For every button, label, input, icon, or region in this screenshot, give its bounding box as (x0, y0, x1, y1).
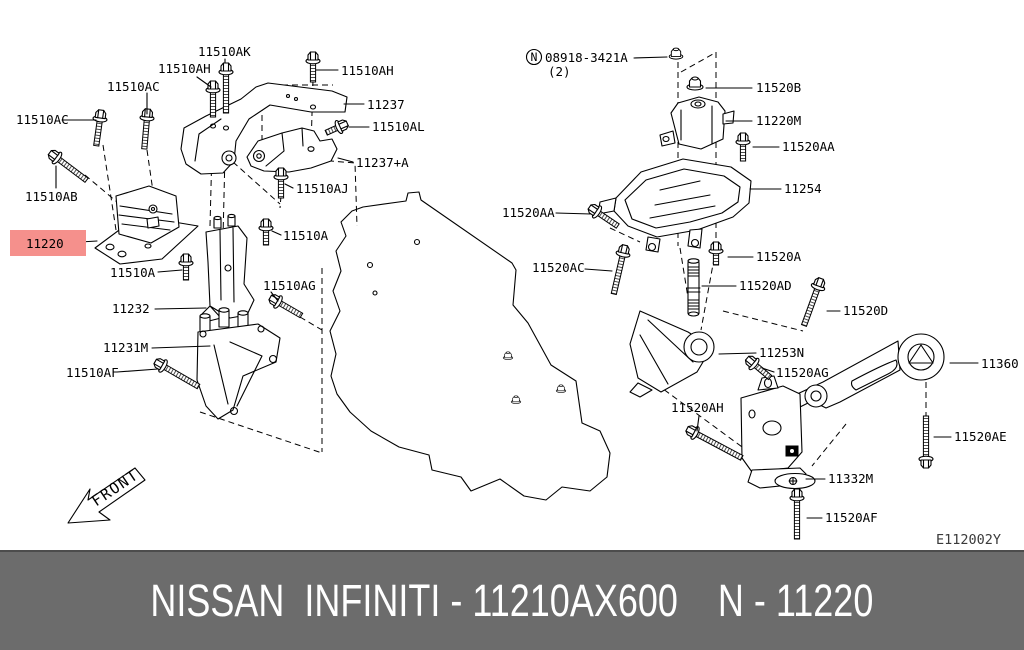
nut-08918-drawing (668, 47, 684, 60)
part-label-11520aa-left[interactable]: 11520AA (502, 205, 555, 220)
part-drawings (45, 47, 945, 540)
engine-hole (366, 261, 374, 269)
engine-stud (555, 384, 567, 393)
rod-11360-drawing (794, 333, 945, 409)
bracket-11232-drawing (199, 213, 255, 323)
bolt-11510ac-left-drawing (92, 108, 109, 147)
banner-text: NISSAN INFINITI - 11210AX600 N - 11220 (150, 575, 874, 626)
part-label-11510ac-top[interactable]: 11510AC (107, 79, 160, 94)
fastener-note-08918[interactable]: N 08918-3421A (2) (525, 48, 629, 80)
bolt-11520aa-left-drawing (585, 200, 620, 229)
bolt-11520ac-drawing (610, 243, 633, 296)
part-label-11520ah[interactable]: 11520AH (671, 400, 724, 415)
leader-lines (55, 56, 979, 519)
part-label-11254[interactable]: 11254 (784, 181, 822, 196)
bolt-11510ak-drawing (218, 62, 234, 114)
part-label-11510aj[interactable]: 11510AJ (296, 181, 349, 196)
bolt-11510ah-left-drawing (205, 80, 221, 118)
part-label-11520ag[interactable]: 11520AG (776, 365, 829, 380)
part-label-11520aa-right[interactable]: 11520AA (782, 139, 835, 154)
bolt-11510aj-drawing (273, 167, 289, 199)
bracket-11237-drawing (180, 82, 348, 175)
bolt-11510a-mid-drawing (258, 218, 274, 246)
nut-11520b-drawing (686, 76, 704, 91)
part-label-11510af[interactable]: 11510AF (66, 365, 119, 380)
part-label-11231m[interactable]: 11231M (103, 340, 148, 355)
part-label-11520a[interactable]: 11520A (756, 249, 802, 264)
part-label-11220[interactable]: 11220 (26, 236, 64, 251)
bolt-11510af-drawing (151, 354, 201, 390)
bracket-11237a-drawing (246, 127, 338, 173)
part-label-11510al[interactable]: 11510AL (372, 119, 425, 134)
bolt-11520ah-drawing (683, 422, 744, 461)
bracket-11254-drawing (597, 158, 752, 253)
bolt-11510a-left-drawing (178, 253, 194, 281)
mount-11220-drawing (94, 185, 199, 265)
part-label-11232[interactable]: 11232 (112, 301, 150, 316)
bracket-11332m-drawing (740, 375, 816, 490)
part-label-11520af[interactable]: 11520AF (825, 510, 878, 525)
part-label-11510ah-left[interactable]: 11510AH (158, 61, 211, 76)
bolt-11520ae-drawing (918, 415, 934, 469)
bracket-11231m-drawing (196, 307, 281, 420)
bolt-11520aa-right-drawing (735, 132, 751, 162)
bolt-11520af-drawing (789, 488, 805, 540)
part-label-11253n[interactable]: 11253N (759, 345, 804, 360)
part-label-11510ac-left[interactable]: 11510AC (16, 112, 69, 127)
part-label-11510a-left[interactable]: 11510A (110, 265, 156, 280)
part-label-11332m[interactable]: 11332M (828, 471, 873, 486)
part-label-11237[interactable]: 11237 (367, 97, 405, 112)
bolt-11510ab-drawing (45, 146, 89, 184)
front-arrow-icon (67, 467, 146, 524)
part-qty-08918: (2) (548, 64, 571, 79)
part-label-11510ag-left[interactable]: 11510AG (263, 278, 316, 293)
part-label-11510ah-right[interactable]: 11510AH (341, 63, 394, 78)
front-direction-marker: FRONT (67, 466, 146, 524)
part-label-11520b[interactable]: 11520B (756, 80, 801, 95)
part-label-11510ab[interactable]: 11510AB (25, 189, 78, 204)
bolt-11510ac-top-drawing (139, 107, 156, 150)
engine-block-outline (329, 191, 611, 501)
bolt-11510ah-right-drawing (305, 51, 321, 83)
circled-n-icon (525, 48, 543, 66)
engine-mounting-diagram: 11510AK 11510AH 11510AC 11510AC 11510AH … (10, 44, 1019, 548)
part-label-08918-3421a[interactable]: 08918-3421A (545, 50, 628, 65)
diagram-code: E112002Y (936, 532, 1001, 548)
circled-n-letter: N (531, 50, 538, 64)
engine-stud (510, 395, 522, 404)
catalog-banner: NISSAN INFINITI - 11210AX600 N - 11220 (0, 550, 1024, 650)
bolt-11510al-drawing (324, 116, 351, 136)
engine-stud (502, 351, 514, 360)
part-label-11510a-mid[interactable]: 11510A (283, 228, 329, 243)
part-label-11520ae[interactable]: 11520AE (954, 429, 1007, 444)
bracket-11253n-drawing (629, 310, 715, 398)
engine-hole (413, 238, 421, 246)
part-label-11237a[interactable]: 11237+A (356, 155, 409, 170)
stud-11520ad-drawing (686, 258, 701, 317)
part-label-11360[interactable]: 11360 (981, 356, 1019, 371)
bolt-11520d-drawing (800, 275, 829, 328)
engine-hole (372, 290, 378, 296)
highlighted-part-label-11220[interactable]: 11220 (10, 230, 86, 256)
part-label-11520ad[interactable]: 11520AD (739, 278, 792, 293)
mount-11220m-drawing (659, 96, 735, 150)
part-label-11510ak[interactable]: 11510AK (198, 44, 251, 59)
bolt-11520a-drawing (708, 241, 724, 266)
part-label-11520d[interactable]: 11520D (843, 303, 888, 318)
part-label-11520ac[interactable]: 11520AC (532, 260, 585, 275)
highlight-box (10, 230, 86, 256)
part-label-11220m[interactable]: 11220M (756, 113, 801, 128)
bolt-11510ag-left-drawing (266, 290, 304, 319)
part-labels: 11510AK 11510AH 11510AC 11510AC 11510AH … (10, 44, 1019, 525)
